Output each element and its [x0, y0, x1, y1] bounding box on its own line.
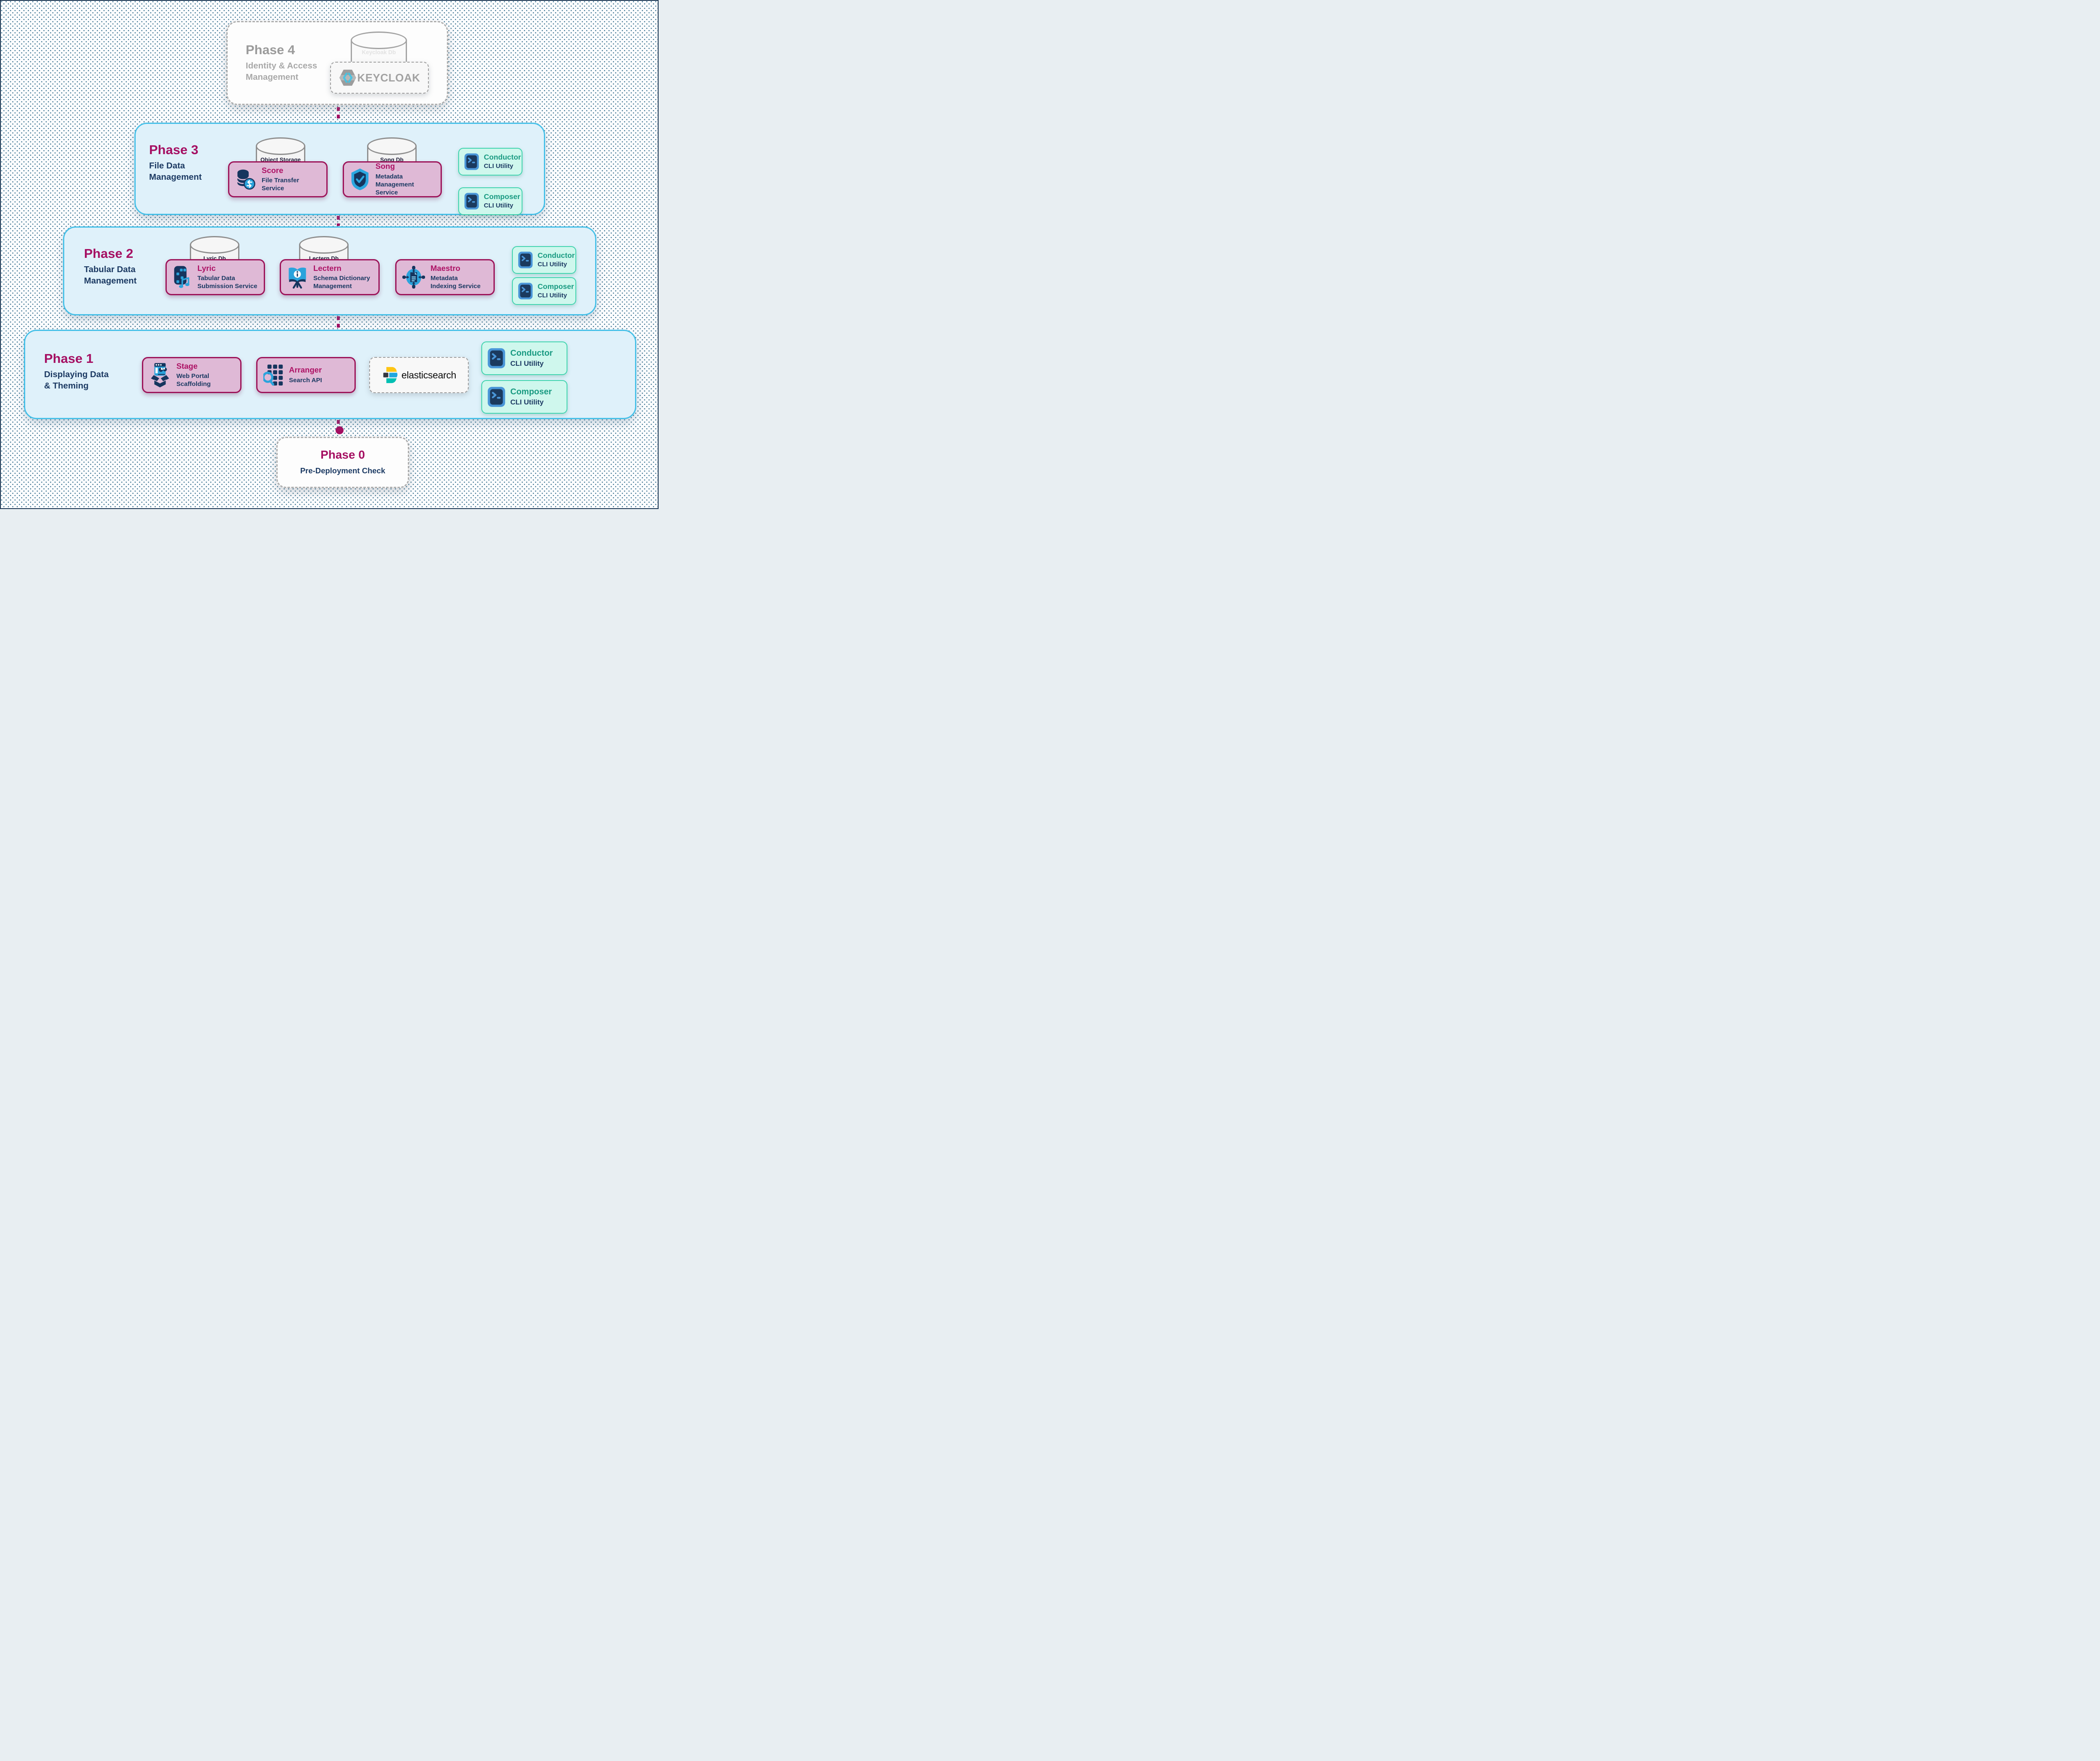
maestro-desc: Metadata Indexing Service — [430, 275, 481, 290]
maestro-service-card: Maestro Metadata Indexing Service — [395, 259, 495, 295]
lectern-name: Lectern — [313, 263, 341, 273]
phase-1-title: Phase 1 — [44, 351, 94, 366]
phase-4-title-block: Phase 4 Identity & Access Management — [246, 43, 317, 83]
elasticsearch-icon — [382, 366, 399, 384]
keycloak-db-cylinder-top — [351, 31, 407, 49]
phase3-conductor-cli-card: Conductor CLI Utility — [458, 148, 522, 176]
phase-3-title: Phase 3 — [149, 142, 199, 157]
phase-2-title: Phase 2 — [84, 246, 134, 261]
stage-desc: Web Portal Scaffolding — [176, 373, 211, 388]
phase-2-container: Phase 2 Tabular Data Management Lyric Db — [63, 226, 596, 315]
phase3-composer-cli-card: Composer CLI Utility — [458, 187, 522, 215]
phase2-conductor-sub: CLI Utility — [538, 261, 567, 268]
phase-2-subtitle: Tabular Data Management — [84, 265, 137, 286]
score-desc: File Transfer Service — [262, 177, 299, 192]
song-db-cylinder-top — [367, 137, 417, 155]
terminal-icon — [518, 282, 533, 300]
arranger-name: Arranger — [289, 365, 322, 375]
stage-name: Stage — [176, 361, 198, 370]
phase-3-subtitle: File Data Management — [149, 161, 202, 182]
phase-1-title-block: Phase 1 Displaying Data & Theming — [44, 352, 109, 391]
database-transfer-icon — [235, 168, 256, 191]
phase3-composer-name: Composer — [484, 192, 520, 201]
phase-4-container: Phase 4 Identity & Access Management Key… — [226, 21, 448, 105]
terminal-icon — [487, 386, 506, 407]
connector-phase4-phase3 — [337, 107, 340, 122]
phase1-composer-cli-card: Composer CLI Utility — [481, 380, 567, 414]
phase1-composer-sub: CLI Utility — [510, 398, 544, 407]
phase-4-subtitle: Identity & Access Management — [246, 61, 318, 82]
lyric-desc: Tabular Data Submission Service — [197, 275, 257, 290]
lectern-db-cylinder-top — [299, 236, 349, 254]
phase1-conductor-cli-card: Conductor CLI Utility — [481, 341, 567, 375]
terminal-icon — [487, 348, 506, 369]
phase-0-title-block: Phase 0 Pre-Deployment Check — [278, 438, 408, 475]
phase2-conductor-cli-card: Conductor CLI Utility — [512, 246, 576, 274]
maestro-name: Maestro — [430, 263, 460, 273]
lectern-service-card: Lectern Schema Dictionary Management — [280, 259, 380, 295]
elasticsearch-logo-text: elasticsearch — [401, 369, 457, 381]
stage-service-card: Stage Web Portal Scaffolding — [142, 357, 242, 393]
connector-phase3-phase2 — [337, 216, 340, 226]
open-book-info-icon — [287, 266, 308, 289]
shield-check-icon — [350, 168, 370, 191]
elasticsearch-card: elasticsearch — [369, 357, 469, 393]
phase-0-title: Phase 0 — [320, 448, 365, 461]
deployment-phases-diagram: Phase 4 Identity & Access Management Key… — [0, 0, 659, 509]
document-index-arrows-icon — [402, 266, 425, 289]
keycloak-logo-text: KEYCLOAK — [357, 71, 420, 84]
phase3-composer-sub: CLI Utility — [484, 202, 513, 210]
terminal-icon — [518, 251, 533, 269]
phase2-composer-cli-card: Composer CLI Utility — [512, 277, 576, 305]
song-service-card: Song Metadata Management Service — [343, 161, 442, 197]
grid-magnifier-icon — [263, 364, 284, 386]
terminal-icon — [464, 192, 479, 210]
phase-0-subtitle: Pre-Deployment Check — [300, 466, 386, 475]
lectern-desc: Schema Dictionary Management — [313, 275, 370, 290]
connector-phase2-phase1 — [337, 316, 340, 329]
terminal-icon — [464, 153, 479, 171]
phase2-composer-sub: CLI Utility — [538, 292, 567, 299]
phase2-conductor-name: Conductor — [538, 251, 575, 260]
lyric-service-card: Lyric Tabular Data Submission Service — [165, 259, 265, 295]
arranger-desc: Search API — [289, 376, 322, 384]
connector-phase1-phase0 — [337, 420, 340, 426]
keycloak-db-label: Keycloak Db — [362, 49, 396, 55]
keycloak-icon — [339, 68, 357, 87]
object-storage-cylinder-top — [256, 137, 305, 155]
phase1-composer-name: Composer — [510, 387, 552, 397]
phase-2-title-block: Phase 2 Tabular Data Management — [84, 247, 136, 286]
song-name: Song — [375, 162, 395, 171]
score-service-card: Score File Transfer Service — [228, 161, 328, 197]
phase3-conductor-name: Conductor — [484, 153, 521, 162]
phase-4-title: Phase 4 — [246, 42, 295, 57]
phase2-composer-name: Composer — [538, 282, 574, 291]
phase-3-title-block: Phase 3 File Data Management — [149, 143, 202, 183]
lyric-db-cylinder-top — [190, 236, 239, 254]
open-box-browser-icon — [149, 362, 171, 388]
connector-node-dot — [336, 426, 344, 434]
lyric-name: Lyric — [197, 263, 216, 273]
arranger-service-card: Arranger Search API — [256, 357, 356, 393]
phase1-conductor-sub: CLI Utility — [510, 360, 544, 368]
score-name: Score — [262, 165, 284, 175]
data-music-icon — [173, 265, 192, 289]
phase1-conductor-name: Conductor — [510, 349, 553, 358]
phase-1-subtitle: Displaying Data & Theming — [44, 370, 109, 391]
phase3-conductor-sub: CLI Utility — [484, 163, 513, 170]
phase-1-container: Phase 1 Displaying Data & Theming — [24, 330, 636, 419]
phase-0-container: Phase 0 Pre-Deployment Check — [276, 437, 409, 488]
song-desc: Metadata Management Service — [375, 173, 414, 196]
phase-3-container: Phase 3 File Data Management Object Stor… — [134, 123, 545, 215]
keycloak-logo-card: KEYCLOAK — [330, 62, 429, 94]
